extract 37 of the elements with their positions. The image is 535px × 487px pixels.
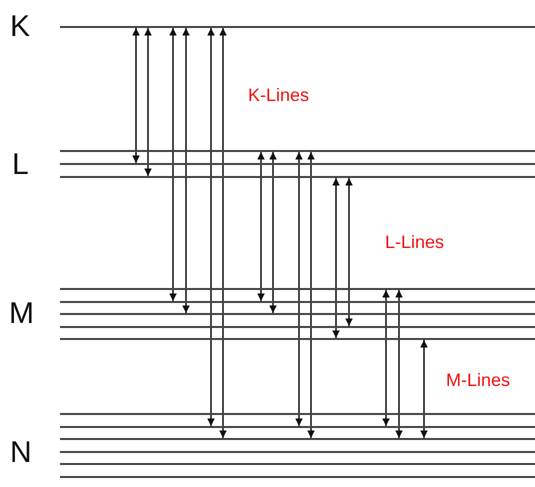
transition-arrow: [332, 178, 340, 338]
transition-arrow: [395, 290, 403, 438]
energy-level-line: [60, 338, 535, 340]
transition-arrow: [219, 28, 227, 438]
energy-level-line: [60, 313, 535, 315]
energy-level-line: [60, 150, 535, 152]
energy-level-line: [60, 163, 535, 165]
energy-level-line: [60, 413, 535, 415]
transition-arrow: [307, 152, 315, 438]
transition-arrow: [269, 152, 277, 313]
transition-arrow: [207, 28, 215, 426]
energy-level-line: [60, 301, 535, 303]
energy-level-line: [60, 438, 535, 440]
energy-level-line: [60, 176, 535, 178]
transition-arrow: [144, 28, 152, 176]
energy-level-line: [60, 476, 535, 478]
shell-letter: N: [10, 438, 32, 468]
series-label: M-Lines: [446, 371, 510, 389]
series-label: K-Lines: [248, 86, 310, 104]
shell-letter: M: [9, 299, 34, 329]
energy-level-line: [60, 451, 535, 453]
shell-letter: K: [10, 12, 30, 42]
shell-letter: L: [12, 150, 29, 180]
energy-level-line: [60, 26, 535, 28]
transition-arrow: [420, 340, 428, 438]
transition-arrow: [382, 290, 390, 426]
transition-arrow: [345, 178, 353, 326]
transition-arrow: [182, 28, 190, 313]
transition-arrow: [132, 28, 140, 163]
series-label: L-Lines: [385, 233, 444, 251]
transition-arrow: [257, 152, 265, 301]
energy-level-line: [60, 426, 535, 428]
transition-arrow: [295, 152, 303, 426]
energy-level-line: [60, 326, 535, 328]
energy-level-line: [60, 288, 535, 290]
energy-level-line: [60, 463, 535, 465]
transition-arrow: [169, 28, 177, 301]
